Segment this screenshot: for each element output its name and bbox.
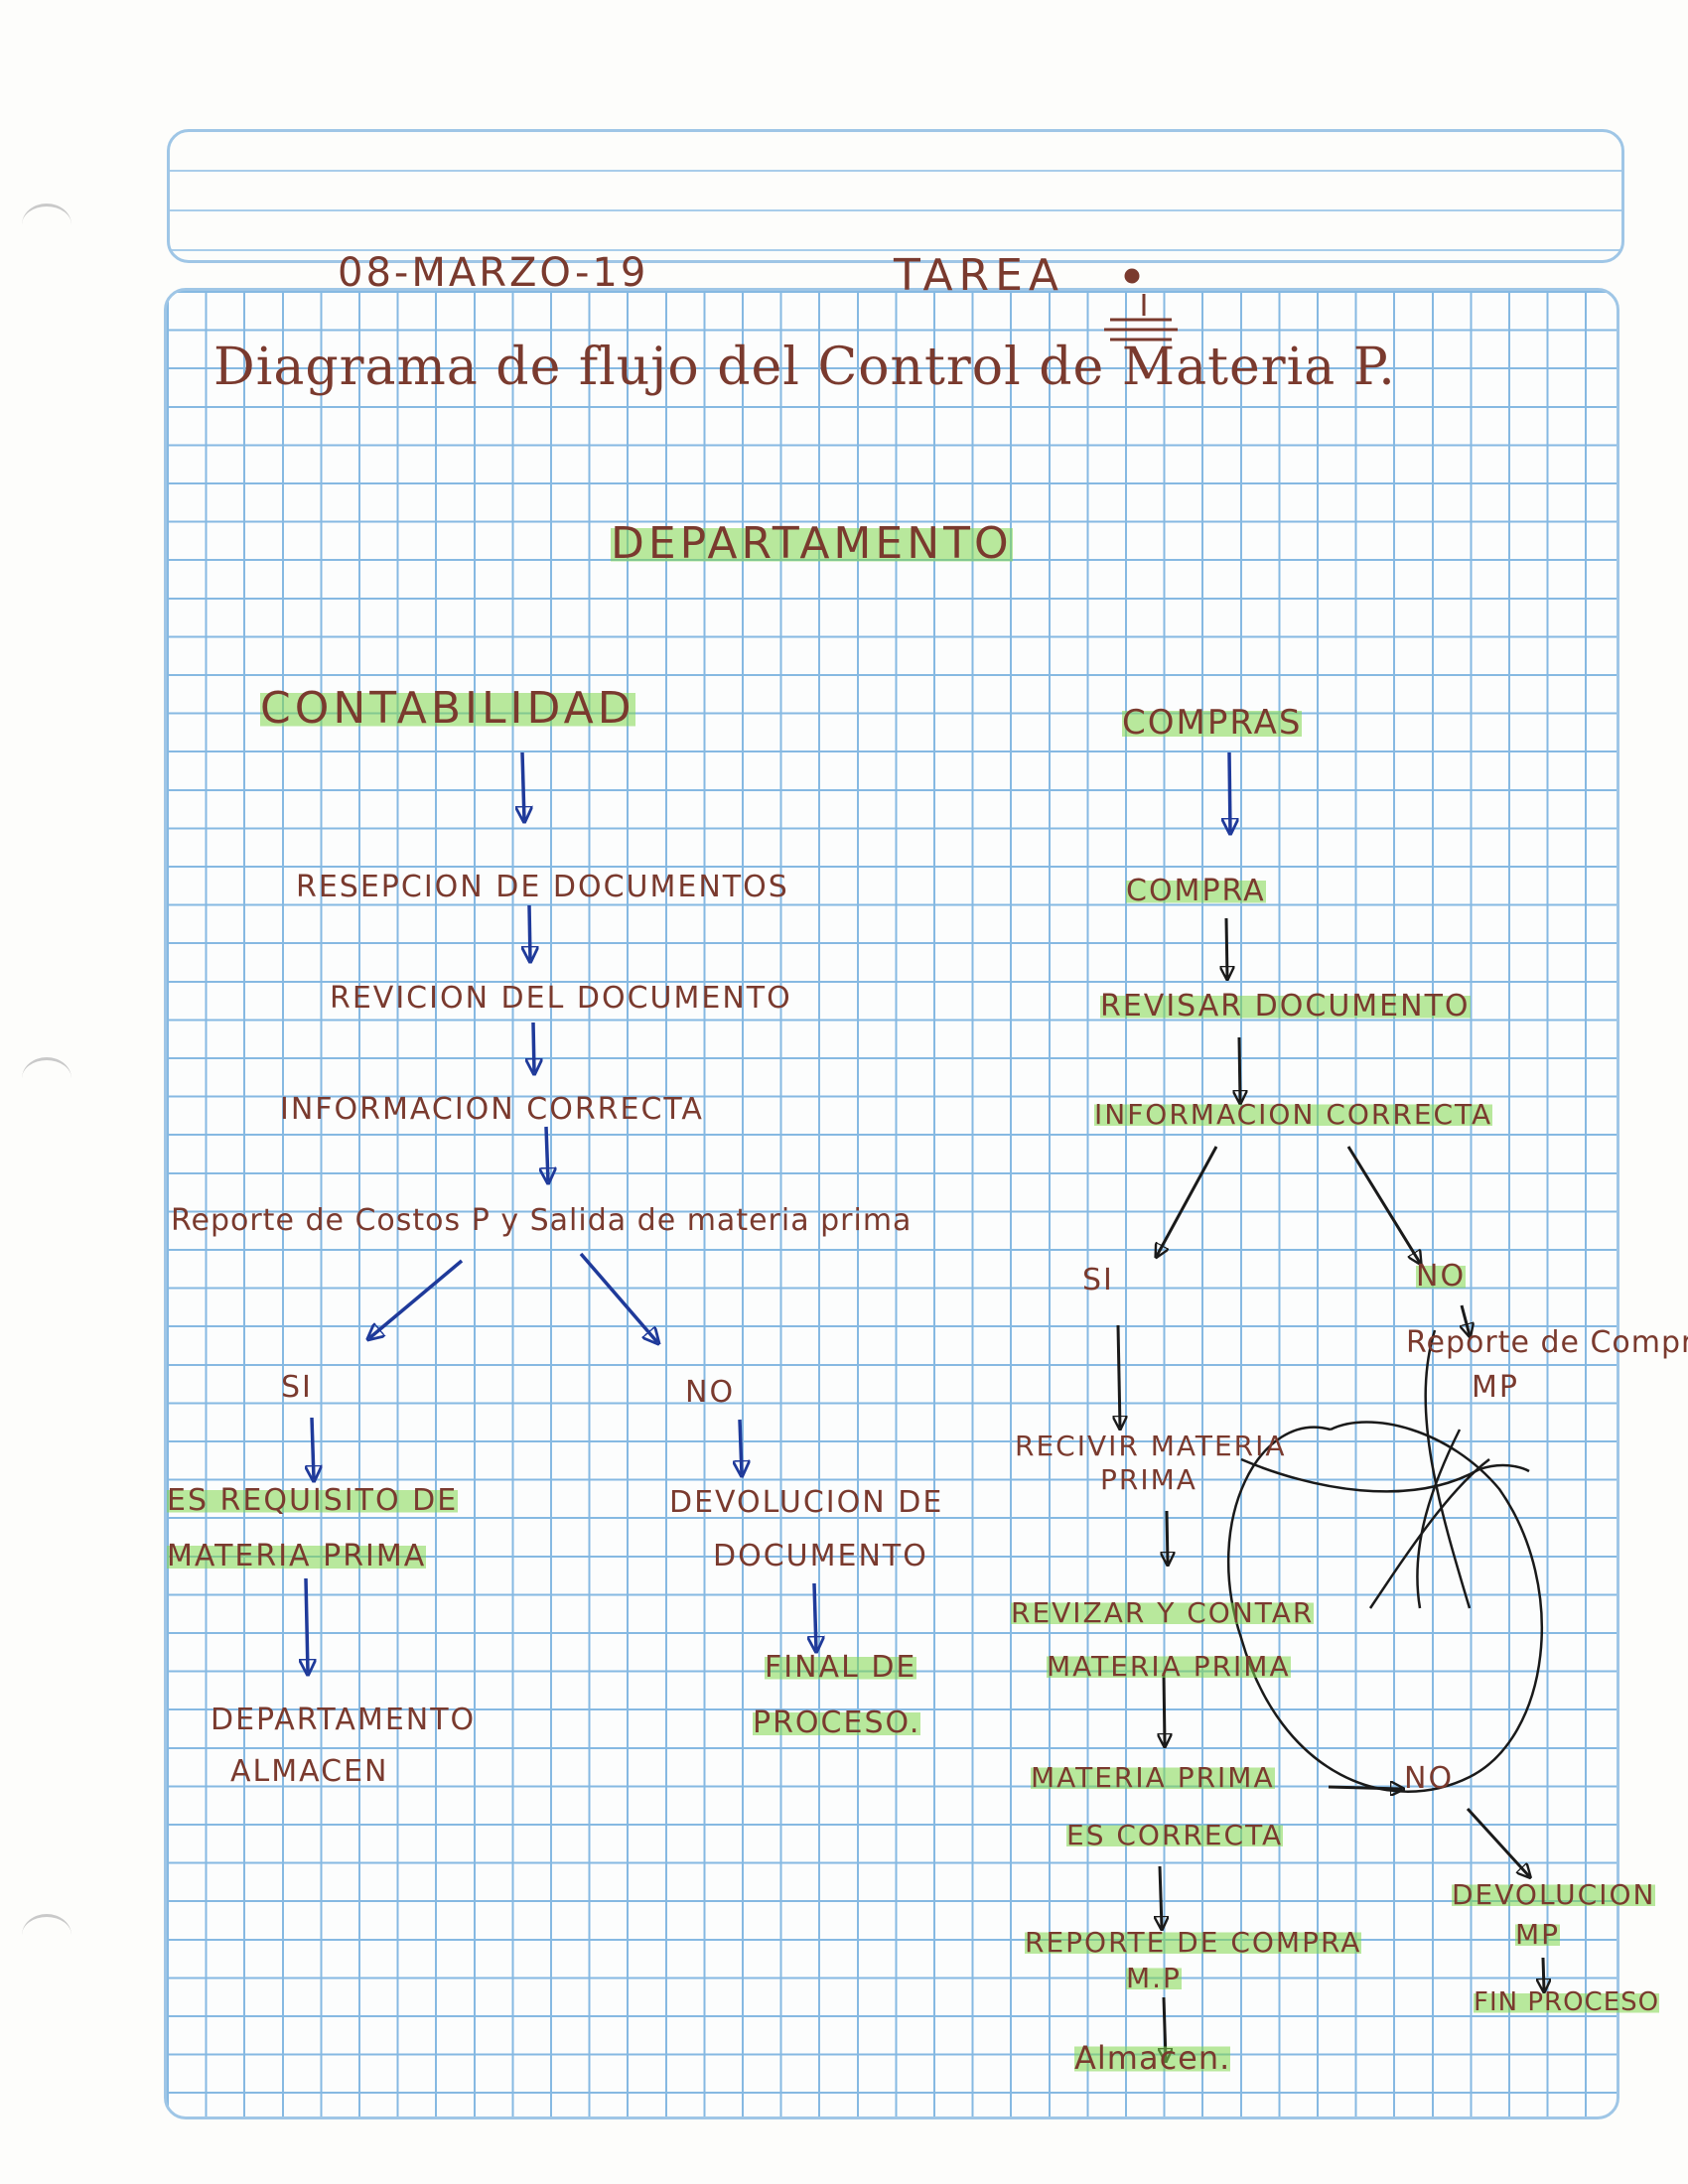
step-reporte-costos: Reporte de Costos P y Salida de materia …	[171, 1203, 913, 1238]
end-final-line2: PROCESO.	[753, 1706, 921, 1740]
end-final-line1: FINAL DE	[765, 1650, 917, 1685]
arrow-contabilidad-to-resepcion	[522, 751, 524, 820]
step-materia-correcta-line1: MATERIA PRIMA	[1031, 1761, 1275, 1794]
decision-si-contabilidad: SI	[281, 1370, 313, 1405]
arrow-informacion-to-reporte	[546, 1126, 548, 1181]
step-revicion: REVICION DEL DOCUMENTO	[330, 981, 792, 1016]
page-title: Diagrama de flujo del Control de Materia…	[213, 338, 1396, 397]
step-compra: COMPRA	[1126, 874, 1266, 908]
header-lined-panel	[167, 129, 1624, 263]
binder-hole	[22, 1057, 71, 1100]
decision-no-materia: NO	[1404, 1761, 1455, 1796]
decision-no-contabilidad: NO	[685, 1375, 736, 1410]
step-recivir-line2: PRIMA	[1100, 1463, 1197, 1496]
step-devolucion-mp-line2: MP	[1515, 1918, 1561, 1951]
step-es-requisito-line2: MATERIA PRIMA	[167, 1539, 427, 1573]
binder-hole	[22, 204, 71, 246]
arrow-check-to-reporte	[1160, 1865, 1162, 1928]
arrow-revizar-to-check	[1164, 1672, 1165, 1745]
step-informacion-correcta-compras: INFORMACION CORRECTA	[1094, 1098, 1493, 1131]
decision-no-compras: NO	[1416, 1259, 1467, 1294]
step-devolucion-line1: DEVOLUCION DE	[669, 1485, 944, 1520]
step-es-requisito-line1: ES REQUISITO DE	[167, 1483, 459, 1518]
arrow-compra-to-revisar	[1226, 917, 1227, 978]
compras-heading: COMPRAS	[1122, 703, 1303, 743]
arrow-reporte-to-si	[369, 1259, 464, 1338]
contabilidad-heading: CONTABILIDAD	[260, 683, 635, 734]
arrow-no-to-devolucion-mp	[1466, 1807, 1529, 1876]
reporte-compra-line2: MP	[1472, 1370, 1519, 1405]
step-devolucion-mp-line1: DEVOLUCION	[1452, 1878, 1656, 1911]
step-reporte-compra-mp-line1: REPORTE DE COMPRA	[1025, 1926, 1362, 1959]
binder-hole	[22, 1914, 71, 1957]
decision-si-compras: SI	[1082, 1263, 1114, 1297]
step-revizar-contar-line2: MATERIA PRIMA	[1047, 1650, 1291, 1683]
end-departamento-line2: ALMACEN	[230, 1754, 389, 1789]
arrow-recivir-to-revizar	[1167, 1510, 1168, 1564]
arrow-no-to-reporte-compra	[1462, 1304, 1470, 1335]
arrow-devolucion-to-final	[814, 1582, 816, 1650]
step-revizar-contar-line1: REVIZAR Y CONTAR	[1011, 1596, 1315, 1629]
step-reporte-compra-mp-line2: M.P	[1126, 1962, 1182, 1994]
tarea-underline-mark	[1104, 268, 1178, 341]
scribble-mark	[1226, 1329, 1543, 1793]
arrow-revisar-to-informacion	[1239, 1036, 1240, 1102]
end-fin-proceso: FIN PROCESO	[1474, 1987, 1660, 2017]
step-revisar-documento: REVISAR DOCUMENTO	[1100, 989, 1471, 1024]
arrow-informacion-to-si	[1157, 1146, 1218, 1256]
arrow-devolucion-to-fin	[1543, 1957, 1544, 1990]
graph-paper-panel	[164, 288, 1619, 2119]
arrow-revicion-to-informacion	[533, 1022, 534, 1072]
arrow-compras-to-compra	[1229, 751, 1230, 832]
arrow-informacion-to-no	[1346, 1146, 1420, 1263]
step-resepcion: RESEPCION DE DOCUMENTOS	[296, 870, 789, 904]
arrow-no-to-devolucion	[740, 1419, 742, 1474]
step-materia-correcta-line2: ES CORRECTA	[1066, 1819, 1284, 1851]
arrow-check-to-no	[1328, 1787, 1402, 1789]
end-almacen: Almacen.	[1074, 2039, 1231, 2077]
end-departamento-line1: DEPARTAMENTO	[211, 1703, 477, 1737]
arrow-resepcion-to-revicion	[529, 904, 530, 960]
arrow-requisito-to-almacen	[306, 1577, 308, 1673]
reporte-compra-line1: Reporte de Compra	[1406, 1325, 1688, 1360]
date-text: 08-MARZO-19	[338, 250, 649, 296]
arrow-si-to-recivir	[1118, 1324, 1120, 1428]
step-informacion-correcta: INFORMACION CORRECTA	[280, 1092, 704, 1127]
section-subtitle: DEPARTAMENTO	[611, 518, 1013, 569]
arrow-reporte-to-no	[579, 1252, 657, 1342]
step-devolucion-line2: DOCUMENTO	[713, 1539, 928, 1573]
step-recivir-line1: RECIVIR MATERIA	[1015, 1430, 1287, 1462]
assignment-label: TAREA	[894, 250, 1065, 301]
arrow-si-to-requisito	[312, 1417, 314, 1479]
